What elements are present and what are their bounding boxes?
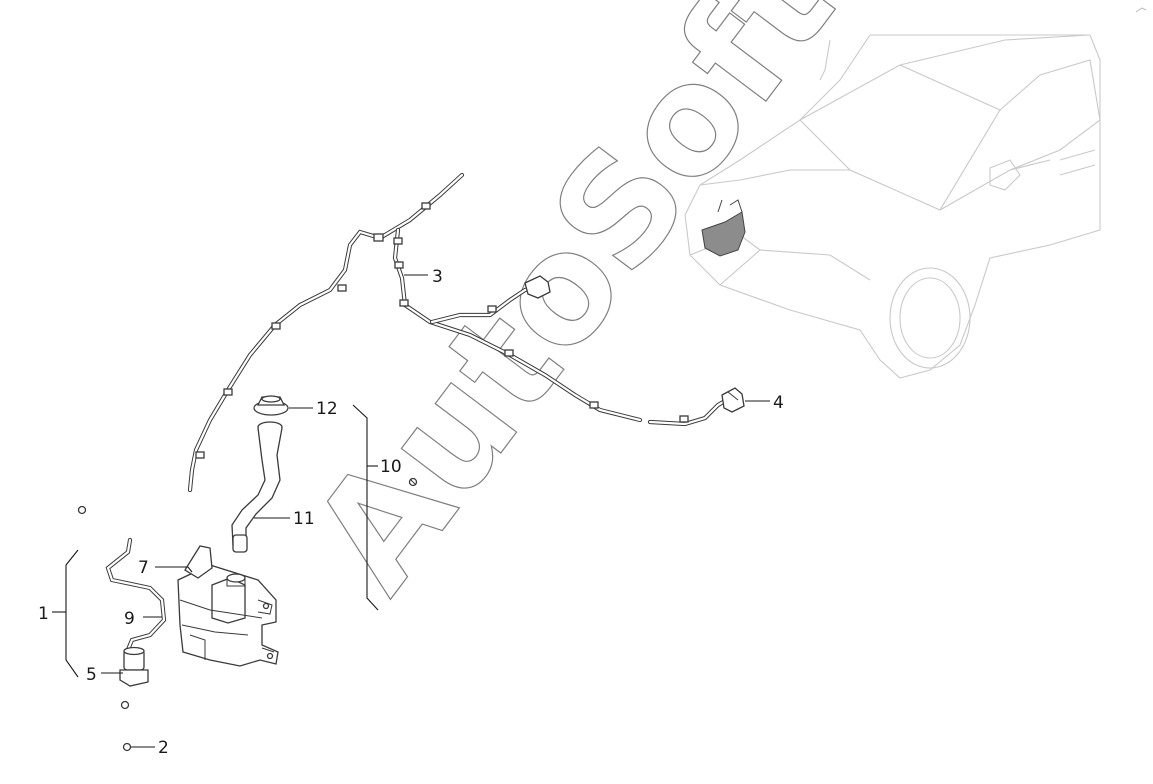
watermark-text: AutoSoft: [280, 0, 868, 622]
part-11-filler-neck: [231, 421, 283, 553]
part-5-washer-pump: [119, 646, 149, 687]
part-4-washer-nozzle: [679, 387, 745, 423]
part-2-bolt: [77, 505, 132, 752]
callout-2-label: 2: [158, 738, 169, 758]
callout-12-label: 12: [316, 399, 338, 419]
hose-clip: [394, 261, 404, 269]
callouts: 1 2 3 4 5 7 9 10 11 12: [38, 267, 784, 758]
hose-clip: [393, 237, 403, 245]
callout-11-label: 11: [293, 509, 315, 529]
callout-3-label: 3: [432, 267, 443, 287]
part-10-bolt: [408, 477, 418, 487]
corner-mark: [1135, 7, 1147, 13]
part-1-washer-reservoir: [177, 545, 279, 667]
part-12-filler-cap: [253, 395, 289, 416]
nozzle-connector: [524, 275, 551, 299]
callout-5-label: 5: [86, 665, 97, 685]
part-3-washer-hose: [187, 172, 733, 493]
callout-1-bracket: [65, 549, 79, 678]
callout-10-label: 10: [380, 457, 402, 477]
callout-4-label: 4: [773, 393, 784, 413]
hose-clip: [337, 284, 347, 292]
hose-clip: [487, 305, 497, 313]
watermark: AutoSoft: [279, 0, 868, 622]
reservoir-location-highlight: [701, 199, 746, 257]
part-9-pump-hose: [105, 537, 167, 655]
hose-clip: [421, 202, 431, 210]
callout-10-bracket: [352, 404, 379, 611]
vehicle-outline: [684, 34, 1101, 379]
hose-clip: [399, 299, 409, 307]
hose-clip: [589, 401, 599, 409]
callout-9-label: 9: [124, 609, 135, 629]
hose-clip: [195, 451, 205, 459]
callout-1-label: 1: [38, 604, 49, 624]
hose-clip: [271, 322, 281, 330]
hose-clip: [679, 415, 689, 423]
hose-clip: [504, 349, 514, 357]
callout-7-label: 7: [138, 558, 149, 578]
hose-clip: [223, 388, 233, 396]
hose-clip: [373, 233, 384, 242]
callout-7-leader: [155, 566, 193, 573]
